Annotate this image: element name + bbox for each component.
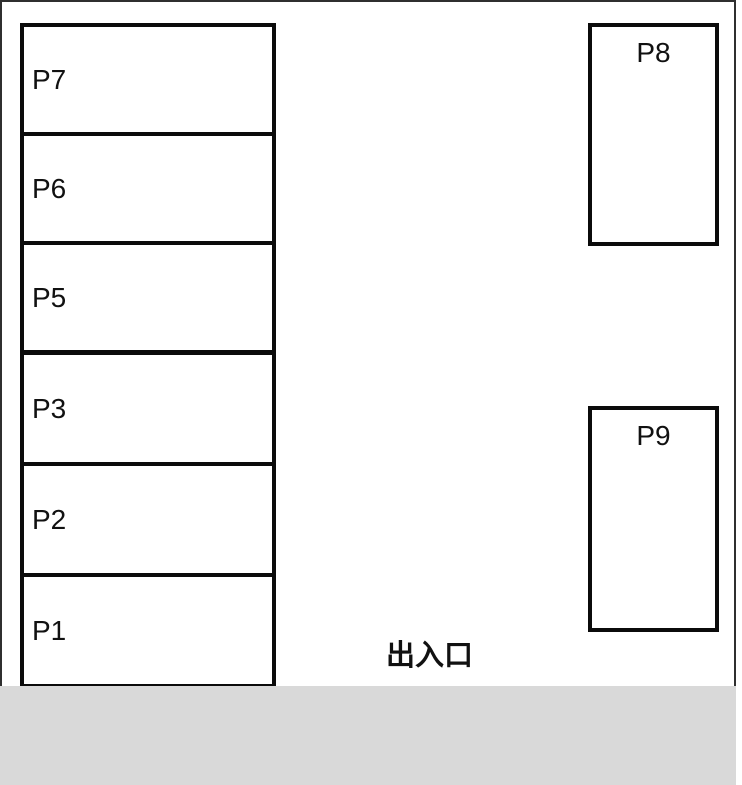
parking-space-label-p3: P3 — [32, 392, 67, 424]
parking-space-p3: P3 — [20, 351, 276, 466]
parking-space-label-p7: P7 — [32, 63, 67, 95]
entrance-exit-label: 出入口 — [386, 638, 474, 672]
parking-space-label-p9: P9 — [636, 420, 671, 451]
bottom-band — [0, 686, 742, 785]
parking-space-p7: P7 — [20, 23, 276, 136]
parking-space-p5: P5 — [20, 241, 276, 354]
parking-space-p6: P6 — [20, 132, 276, 245]
parking-space-label-p1: P1 — [32, 614, 67, 646]
right-margin — [736, 0, 742, 785]
parking-space-label-p2: P2 — [32, 503, 67, 535]
parking-space-p2: P2 — [20, 462, 276, 577]
parking-space-p1: P1 — [20, 573, 276, 688]
parking-space-p9: P9 — [588, 406, 719, 632]
parking-space-label-p6: P6 — [32, 172, 67, 204]
parking-space-label-p5: P5 — [32, 281, 67, 313]
parking-space-label-p8: P8 — [636, 37, 671, 68]
parking-space-p8: P8 — [588, 23, 719, 246]
